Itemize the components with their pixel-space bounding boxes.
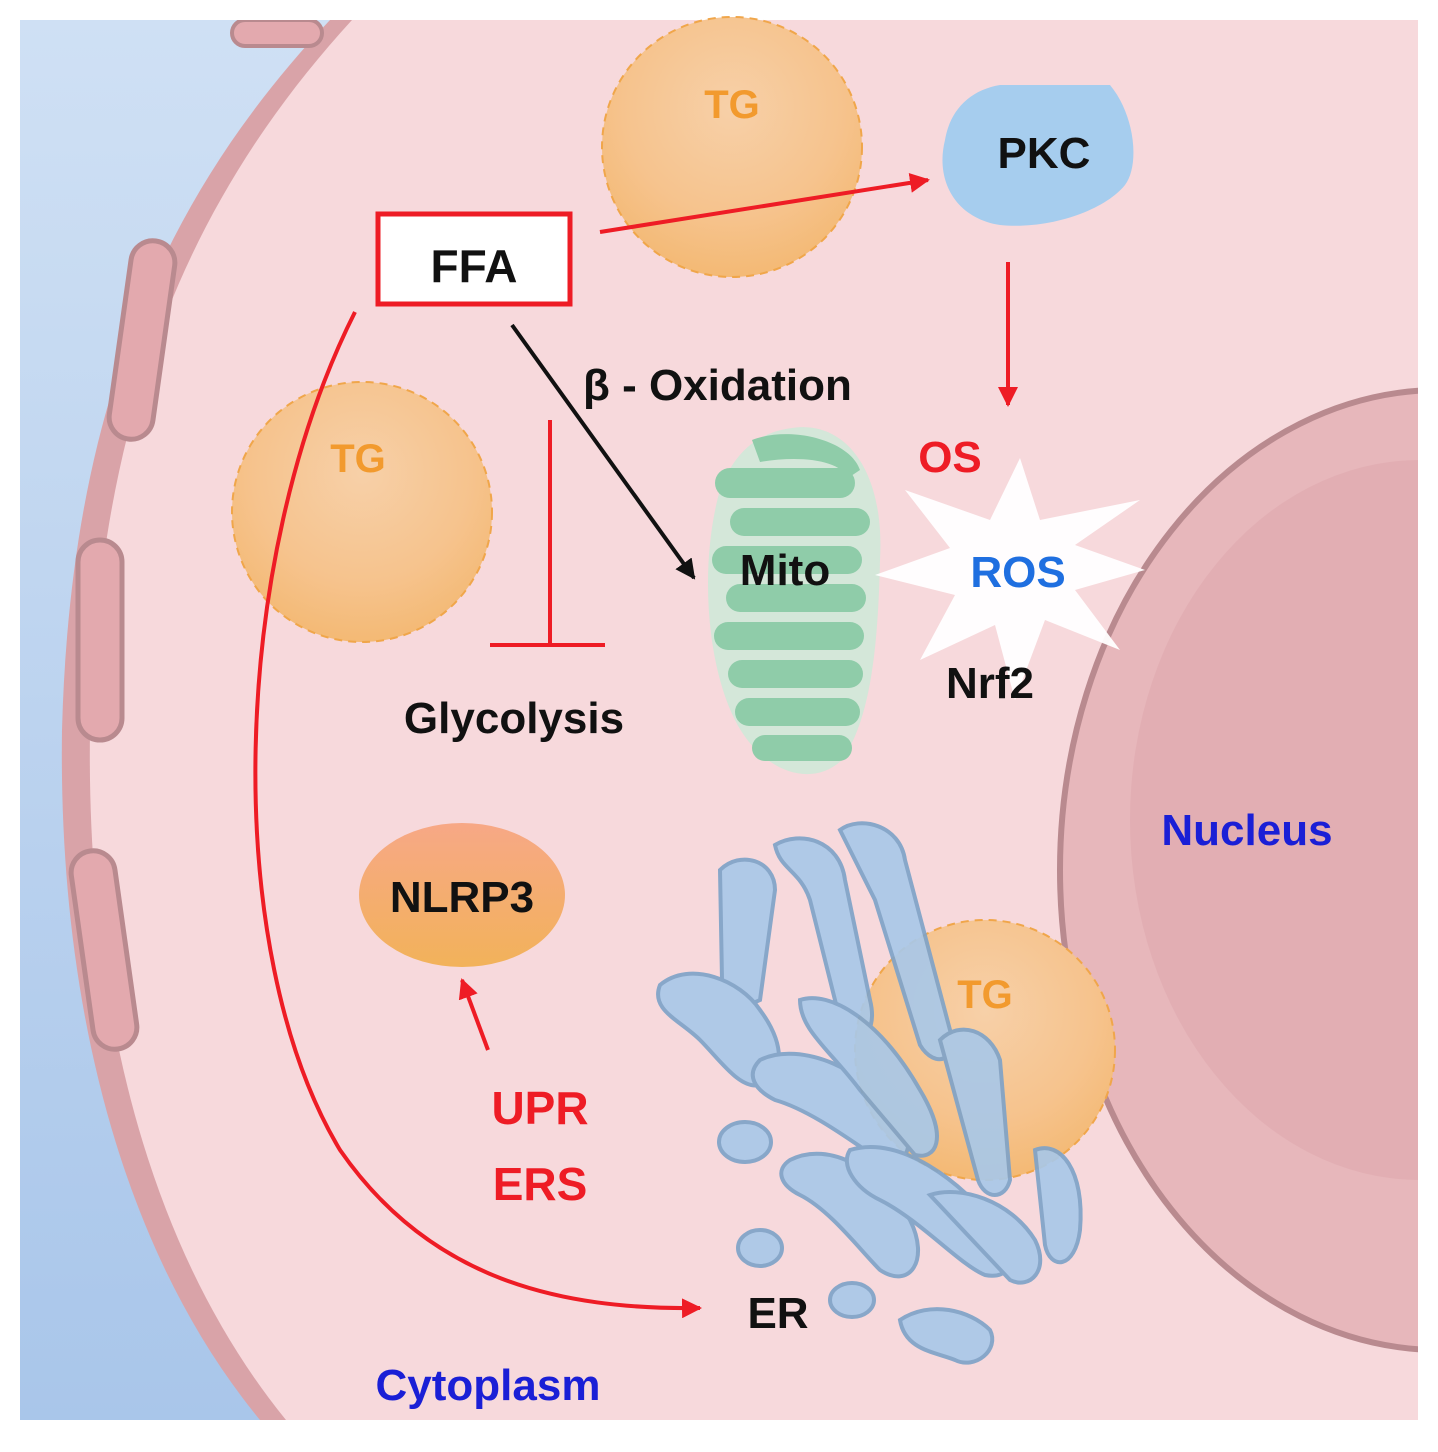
membrane-channel [68, 848, 140, 1052]
ffa-box [375, 211, 573, 307]
ers-label: ERS [493, 1158, 588, 1210]
tg-droplet-left [231, 381, 493, 643]
os-label: OS [918, 433, 982, 482]
mito-label: Mito [740, 546, 830, 595]
mitochondrion [708, 427, 881, 775]
nlrp3-label: NLRP3 [390, 873, 534, 922]
pkc-label: PKC [998, 129, 1091, 178]
membrane-channel [230, 20, 324, 48]
er-label: ER [747, 1289, 808, 1338]
tg-droplet-top [601, 16, 863, 278]
arrow-ffa-to-pkc [599, 172, 930, 234]
arrow-ffa-to-er [253, 311, 702, 1319]
membrane-channel [75, 537, 125, 743]
beta-oxidation-label: β - Oxidation [583, 361, 852, 410]
arrow-upr-to-nlrp3 [458, 978, 490, 1051]
inhibition-glycolysis [490, 420, 605, 647]
pkc-protein [942, 85, 1134, 226]
cytoplasm-label: Cytoplasm [376, 1361, 601, 1410]
tg-label-right: TG [957, 973, 1013, 1017]
tg-label-top: TG [704, 83, 760, 127]
nucleus-label: Nucleus [1161, 806, 1332, 855]
ros-starburst [875, 458, 1145, 700]
tg-label-left: TG [330, 437, 386, 481]
endoplasmic-reticulum [656, 821, 1083, 1365]
nlrp3-complex [359, 823, 565, 967]
ros-label: ROS [970, 548, 1065, 597]
nrf2-label: Nrf2 [946, 659, 1034, 708]
glycolysis-label: Glycolysis [404, 694, 624, 743]
membrane-channel [106, 238, 178, 442]
upr-label: UPR [491, 1082, 588, 1134]
arrow-ffa-to-mito [510, 323, 696, 580]
ffa-label: FFA [431, 240, 518, 292]
nucleus-inner-shade [1130, 460, 1418, 1180]
